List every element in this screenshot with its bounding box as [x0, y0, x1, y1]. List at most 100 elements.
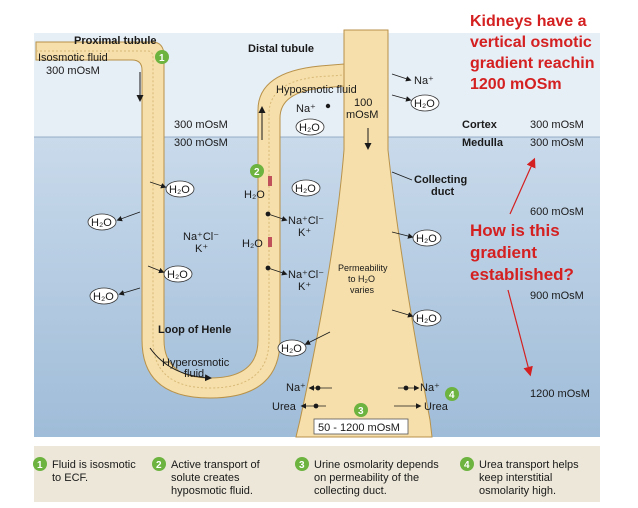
legend-item-3: 3 Urine osmolarity depends on permeabili…: [295, 457, 439, 497]
svg-text:2: 2: [156, 460, 162, 471]
permeability-label-1: Permeability: [338, 263, 388, 273]
osm-right-900: 900 mOsM: [530, 290, 584, 302]
isosmotic-fluid-label: Isosmotic fluid: [38, 52, 108, 64]
step-badge-4: 4: [445, 387, 459, 401]
svg-text:H₂O: H₂O: [295, 183, 316, 195]
step-badge-2: 2: [250, 164, 264, 178]
nacl-label-left: Na⁺Cl⁻: [183, 231, 219, 243]
step-badge-1: 1: [155, 50, 169, 64]
svg-text:1: 1: [159, 53, 165, 64]
water-molecule: H₂O: [165, 180, 195, 198]
svg-text:4: 4: [449, 390, 455, 401]
annotation-arrow-up: [509, 157, 536, 215]
svg-text:1200 mOSm: 1200 mOSm: [470, 76, 562, 93]
osm-left-300-top: 300 mOsM: [174, 119, 228, 131]
legend-item-4: 4 Urea transport helps keep interstitial…: [460, 457, 579, 497]
range-label: 50 - 1200 mOsM: [318, 422, 400, 434]
svg-text:H₂O: H₂O: [167, 269, 188, 281]
annotation-title: Kidneys have a vertical osmotic gradient…: [470, 13, 594, 93]
urea-label-right: Urea: [424, 401, 449, 413]
water-molecule: H₂O: [410, 94, 440, 112]
water-arrows: [116, 94, 414, 345]
na-arrow-top: [391, 73, 412, 82]
water-molecule: H₂O: [87, 213, 117, 231]
water-molecule: H₂O: [277, 339, 307, 357]
hyperosmotic-label-1: Hyperosmotic: [162, 357, 230, 369]
water-molecule: H₂O: [163, 265, 193, 283]
svg-text:H₂O: H₂O: [169, 184, 190, 196]
urea-label-left: Urea: [272, 401, 297, 413]
svg-text:established?: established?: [470, 265, 574, 284]
osm-left-300-bottom: 300 mOsM: [174, 137, 228, 149]
collecting-duct-label-1: Collecting: [414, 174, 467, 186]
nacl-label-2: Na⁺Cl⁻: [288, 269, 324, 281]
legend-item-1: 1 Fluid is isosmotic to ECF.: [33, 457, 136, 484]
svg-text:collecting duct.: collecting duct.: [314, 485, 387, 497]
legend-item-2: 2 Active transport of solute creates hyp…: [152, 457, 261, 497]
svg-text:solute creates: solute creates: [171, 472, 240, 484]
bottom-transport-arrows: [300, 385, 422, 409]
loop-of-henle-label: Loop of Henle: [158, 324, 231, 336]
svg-text:H₂O: H₂O: [416, 313, 437, 325]
hyposmotic-fluid-label: Hyposmotic fluid: [276, 84, 357, 96]
svg-text:osmolarity high.: osmolarity high.: [479, 485, 556, 497]
na-label-bottom-left: Na⁺: [286, 382, 306, 394]
svg-text:4: 4: [464, 460, 470, 471]
tubule-lumen: [36, 50, 345, 389]
svg-text:H₂O: H₂O: [93, 291, 114, 303]
permeability-label-3: varies: [350, 285, 375, 295]
svg-text:H₂O: H₂O: [281, 343, 302, 355]
svg-text:2: 2: [254, 167, 260, 178]
svg-text:3: 3: [358, 406, 364, 417]
k-label-1: K⁺: [298, 227, 311, 239]
step-badge-3: 3: [354, 403, 368, 417]
permeability-label-2: to H₂O: [348, 274, 375, 284]
k-label-2: K⁺: [298, 281, 311, 293]
collecting-duct-label-2: duct: [431, 186, 455, 198]
osm-right-300-medulla: 300 mOsM: [530, 137, 584, 149]
svg-text:H₂O: H₂O: [91, 217, 112, 229]
svg-text:H₂O: H₂O: [299, 122, 320, 134]
svg-text:hyposmotic fluid.: hyposmotic fluid.: [171, 485, 253, 497]
flow-arrow-loop-bottom: [149, 347, 212, 382]
water-molecule: H₂O: [295, 118, 325, 136]
svg-text:H₂O: H₂O: [416, 233, 437, 245]
collecting-duct-pointer: [391, 171, 413, 181]
barrier-1: [268, 176, 272, 186]
water-blocked-2: H₂O: [242, 238, 263, 250]
svg-text:1: 1: [37, 460, 43, 471]
hyperosmotic-label-2: fluid: [184, 368, 204, 380]
na-label-top: Na⁺: [414, 75, 434, 87]
svg-text:keep interstitial: keep interstitial: [479, 472, 552, 484]
svg-text:Active transport of: Active transport of: [171, 459, 261, 471]
svg-text:vertical osmotic: vertical osmotic: [470, 34, 592, 51]
water-molecule: H₂O: [291, 179, 321, 197]
k-label-left: K⁺: [195, 243, 208, 255]
svg-text:Urea transport helps: Urea transport helps: [479, 459, 579, 471]
svg-text:Urine osmolarity depends: Urine osmolarity depends: [314, 459, 439, 471]
legend-bar: [34, 446, 600, 502]
annotation-question: How is this gradient established?: [470, 221, 574, 284]
svg-text:3: 3: [299, 460, 305, 471]
water-molecule: H₂O: [412, 229, 442, 247]
na-label-bottom-right: Na⁺: [420, 382, 440, 394]
proximal-tubule: [35, 41, 345, 399]
water-molecule: H₂O: [89, 287, 119, 305]
svg-text:gradient reachin: gradient reachin: [470, 55, 594, 72]
barrier-2: [268, 237, 272, 247]
distal-tubule-label: Distal tubule: [248, 43, 314, 55]
svg-text:Kidneys have a: Kidneys have a: [470, 13, 587, 30]
water-molecule: H₂O: [412, 309, 442, 327]
osm-right-600: 600 mOsM: [530, 206, 584, 218]
ion-pump-arrows: [265, 211, 288, 276]
annotation-arrow-down: [507, 289, 533, 377]
medulla-label: Medulla: [462, 137, 504, 149]
hyposmotic-value-2: mOsM: [346, 109, 378, 121]
na-transporter-distal: [325, 103, 331, 109]
osm-right-300-cortex: 300 mOsM: [530, 119, 584, 131]
proximal-tubule-label: Proximal tubule: [74, 35, 157, 47]
svg-text:H₂O: H₂O: [414, 98, 435, 110]
hyposmotic-value-1: 100: [354, 97, 372, 109]
svg-text:How is this: How is this: [470, 221, 560, 240]
